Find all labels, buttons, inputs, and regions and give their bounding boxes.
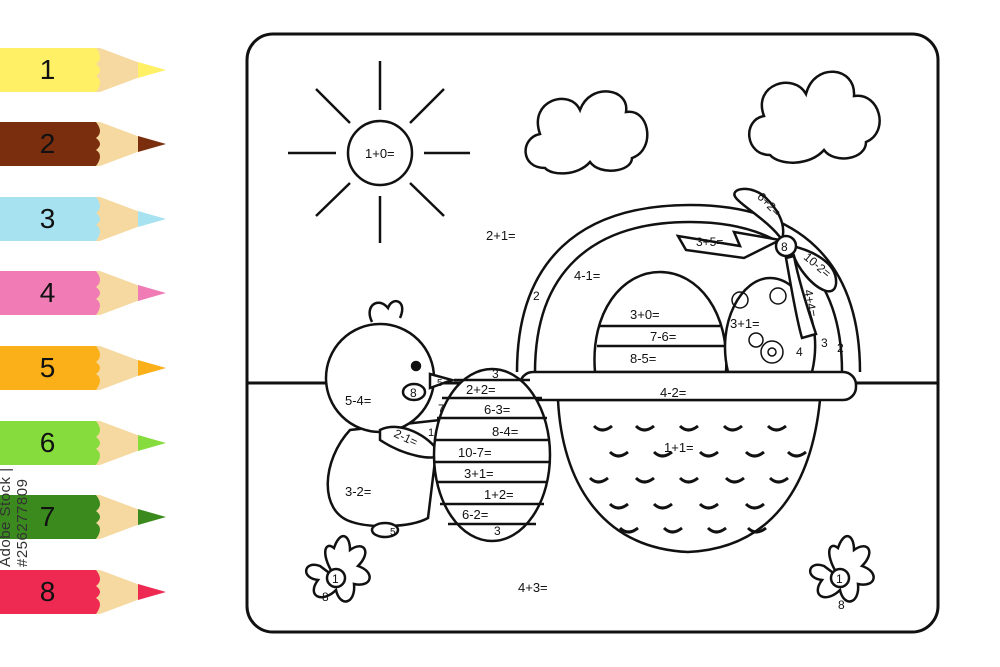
pencil-tip (138, 435, 166, 451)
egg-front-stripe-2: 6-3= (484, 402, 510, 417)
pencil-wood (96, 48, 148, 92)
egg-front-stripe-6: 1+2= (484, 487, 514, 502)
sky-equation: 2+1= (486, 228, 516, 243)
egg-front-top-number: 3 (492, 367, 499, 381)
flower-left[interactable] (305, 535, 371, 603)
egg-back-band-1: 3+0= (630, 307, 660, 322)
ground-equation: 4+3= (518, 580, 548, 595)
handle-right-number-b: 2 (837, 341, 844, 355)
pencil-7: 7 (0, 495, 170, 539)
pencil-5: 5 (0, 346, 170, 390)
flower-right[interactable] (809, 535, 875, 603)
chick-head-equation: 5-4= (345, 393, 371, 408)
egg-front-stripe-3: 8-4= (492, 424, 518, 439)
pencil-number: 1 (39, 54, 56, 85)
pencil-tip (138, 584, 166, 600)
pencil-3: 3 (0, 197, 170, 241)
egg-front-stripe-5: 3+1= (464, 466, 494, 481)
bow[interactable] (675, 187, 838, 340)
pencil-number: 6 (39, 427, 56, 458)
pencil-body-1 (0, 48, 166, 92)
egg-right-equation: 3+1= (730, 316, 760, 331)
pencil-wood (96, 122, 148, 166)
pencil-body-6 (0, 421, 166, 465)
chick[interactable] (324, 299, 457, 539)
pencil-number: 7 (39, 501, 56, 532)
pencil-tip (138, 509, 166, 525)
basket-rim-equation: 4-2= (660, 385, 686, 400)
pencil-number: 5 (39, 352, 56, 383)
pencil-number: 3 (39, 203, 56, 234)
pencil-body-8 (0, 570, 166, 614)
egg-back-band-2: 7-6= (650, 329, 676, 344)
pencil-body-5 (0, 346, 166, 390)
pencil-wood (96, 197, 148, 241)
pencil-wood (96, 495, 148, 539)
pencil-body-2 (0, 122, 166, 166)
pencil-body-3 (0, 197, 166, 241)
chick-body-equation: 3-2= (345, 484, 371, 499)
pencil-body-4 (0, 271, 166, 315)
pencil-color-swatch (0, 197, 100, 241)
pencil-tip (138, 360, 166, 376)
chick-beak-number: 5 (437, 378, 443, 389)
basket-handle[interactable] (515, 203, 862, 373)
pencil-tip (138, 136, 166, 152)
pencil-number: 2 (39, 128, 56, 159)
egg-front-bottom-number: 3 (494, 524, 501, 538)
bow-center-number: 8 (781, 240, 788, 254)
pencil-color-swatch (0, 48, 100, 92)
pencil-4: 4 (0, 271, 170, 315)
egg-front-side-number-2: 1 (428, 427, 434, 439)
flower-right-petal-number: 8 (838, 598, 845, 612)
egg-back[interactable] (593, 270, 728, 374)
pencil-tip (138, 211, 166, 227)
chick-eye-number: 8 (410, 386, 417, 400)
egg-front-side-number-1: 7 (438, 403, 444, 415)
sun[interactable] (288, 61, 470, 243)
chick-foot-number: 5 (390, 527, 396, 538)
pencil-color-swatch (0, 495, 100, 539)
egg-front-stripe-4: 10-7= (458, 445, 492, 460)
pencil-wood (96, 271, 148, 315)
pencil-wood (96, 421, 148, 465)
egg-front-stripe-1: 2+2= (466, 382, 496, 397)
cloud-left[interactable] (524, 90, 649, 175)
pencil-number: 4 (39, 277, 56, 308)
pencil-number: 8 (39, 576, 56, 607)
pencil-body-7 (0, 495, 166, 539)
pencil-color-swatch (0, 421, 100, 465)
pencil-1: 1 (0, 48, 170, 92)
pencil-color-swatch (0, 122, 100, 166)
flower-left-center-number: 1 (332, 572, 339, 586)
egg-front[interactable] (432, 367, 552, 543)
handle-equation: 4-1= (574, 268, 600, 283)
egg-right-flower-number: 4 (796, 345, 803, 359)
pencil-wood (96, 346, 148, 390)
flower-left-petal-number: 8 (322, 590, 329, 604)
egg-front-stripe-7: 6-2= (462, 507, 488, 522)
flower-right-center-number: 1 (836, 572, 843, 586)
pencil-color-swatch (0, 346, 100, 390)
handle-right-number-a: 3 (821, 336, 828, 350)
pencil-6: 6 (0, 421, 170, 465)
pencil-color-swatch (0, 570, 100, 614)
pencil-8: 8 (0, 570, 170, 614)
pencil-2: 2 (0, 122, 170, 166)
cloud-right[interactable] (748, 70, 881, 164)
basket-body[interactable] (518, 370, 858, 554)
pencil-tip (138, 62, 166, 78)
sun-equation: 1+0= (365, 146, 395, 161)
handle-left-number: 2 (533, 289, 540, 303)
basket-body-equation: 1+1= (664, 440, 694, 455)
picture-frame (245, 32, 940, 634)
bow-tail-equation: 4+4= (801, 289, 820, 318)
egg-back-band-3: 8-5= (630, 351, 656, 366)
pencil-wood (96, 570, 148, 614)
pencil-tip (138, 285, 166, 301)
bow-left-equation: 3+5= (696, 235, 723, 249)
pencil-color-swatch (0, 271, 100, 315)
